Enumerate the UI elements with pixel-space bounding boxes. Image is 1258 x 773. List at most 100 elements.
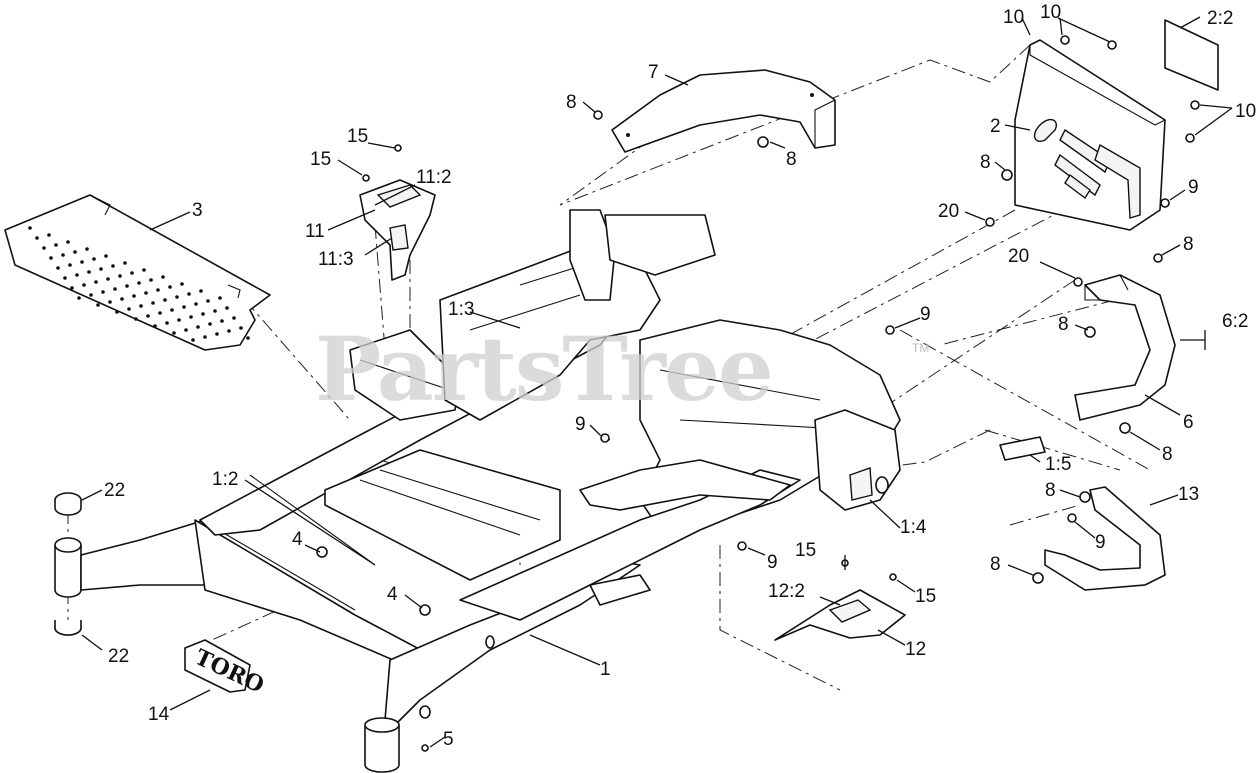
main-frame <box>80 209 901 773</box>
callout-1: 1 <box>600 659 611 680</box>
parts-tree-watermark: PartsTree TM <box>315 317 929 421</box>
callout-3: 3 <box>192 200 203 221</box>
perforation-hole <box>196 325 200 329</box>
callout-10: 10 <box>1235 101 1256 122</box>
perforation-hole <box>215 332 219 336</box>
callout-4: 4 <box>292 529 303 550</box>
callout-1-4: 1:4 <box>900 517 927 538</box>
callout-11: 11 <box>305 221 325 242</box>
toro-logo-plate: TORO <box>184 639 268 699</box>
perforation-hole <box>70 286 74 290</box>
callout-10: 10 <box>1040 2 1061 23</box>
callout-6: 6 <box>1183 412 1194 433</box>
side-shield <box>1074 274 1176 421</box>
leader-lines <box>81 16 1233 748</box>
perforation-holes <box>28 226 250 342</box>
perforation-hole <box>189 315 193 319</box>
perforation-hole <box>127 307 131 311</box>
perforation-hole <box>170 308 174 312</box>
perforation-hole <box>177 318 181 322</box>
perforation-hole <box>125 284 129 288</box>
callout-1-2: 1:2 <box>212 469 238 490</box>
perforation-hole <box>199 289 203 293</box>
floor-pan-plate <box>4 194 271 351</box>
callout-14: 14 <box>148 704 170 725</box>
decal-2-2 <box>1164 19 1219 91</box>
perforation-hole <box>77 296 81 300</box>
perforation-hole <box>111 264 115 268</box>
perforation-hole <box>47 233 51 237</box>
perforation-hole <box>146 314 150 318</box>
perforation-hole <box>28 226 32 230</box>
perforation-hole <box>137 281 141 285</box>
perforation-hole <box>182 305 186 309</box>
callout-20: 20 <box>1008 246 1029 267</box>
perforation-hole <box>191 338 195 342</box>
callout-4: 4 <box>387 584 398 605</box>
perforation-hole <box>134 317 138 321</box>
watermark-tm: TM <box>912 341 929 355</box>
perforation-hole <box>68 263 72 267</box>
perforation-hole <box>123 261 127 265</box>
perforation-hole <box>92 257 96 261</box>
perforation-hole <box>227 329 231 333</box>
perforation-hole <box>172 331 176 335</box>
perforation-hole <box>63 276 67 280</box>
callout-2: 2 <box>990 116 1001 137</box>
callout-11-3: 11:3 <box>318 249 354 270</box>
perforation-hole <box>130 271 134 275</box>
perforation-hole <box>213 309 217 313</box>
perforation-hole <box>66 240 70 244</box>
perforation-hole <box>61 253 65 257</box>
callout-9: 9 <box>575 414 586 435</box>
callout-22: 22 <box>104 480 125 501</box>
perforation-hole <box>118 274 122 278</box>
callout-9: 9 <box>767 552 778 573</box>
perforation-hole <box>168 285 172 289</box>
callout-8: 8 <box>990 554 1001 575</box>
perforation-hole <box>113 287 117 291</box>
perforation-hole <box>96 303 100 307</box>
perforation-hole <box>35 236 39 240</box>
callout-13: 13 <box>1178 484 1199 505</box>
callout-20: 20 <box>938 201 959 222</box>
lower-guard <box>1044 486 1166 591</box>
perforation-hole <box>151 301 155 305</box>
perforation-hole <box>225 306 229 310</box>
perforation-hole <box>144 291 148 295</box>
perforation-hole <box>220 319 224 323</box>
perforation-hole <box>75 273 79 277</box>
perforation-hole <box>165 321 169 325</box>
perforation-hole <box>87 270 91 274</box>
callout-9: 9 <box>920 304 931 325</box>
perforation-hole <box>203 335 207 339</box>
perforation-hole <box>85 247 89 251</box>
perforation-hole <box>161 275 165 279</box>
rear-bracket <box>611 69 836 153</box>
perforation-hole <box>175 295 179 299</box>
callout-8: 8 <box>1183 234 1194 255</box>
callout-8: 8 <box>786 149 797 170</box>
callout-12-2: 12:2 <box>768 581 805 602</box>
callout-1-3: 1:3 <box>448 299 474 320</box>
decal-1-5 <box>999 436 1046 461</box>
callout-15: 15 <box>347 126 368 147</box>
callout-9: 9 <box>1188 177 1199 198</box>
callout-10: 10 <box>1003 7 1024 28</box>
perforation-hole <box>54 243 58 247</box>
perforation-hole <box>156 288 160 292</box>
perforation-hole <box>49 256 53 260</box>
perforation-hole <box>201 312 205 316</box>
callout-22: 22 <box>108 646 129 667</box>
perforation-hole <box>163 298 167 302</box>
callout-5: 5 <box>443 729 454 750</box>
perforation-hole <box>180 282 184 286</box>
perforation-hole <box>104 254 108 258</box>
perforation-hole <box>153 324 157 328</box>
perforation-hole <box>82 283 86 287</box>
callout-8: 8 <box>980 152 991 173</box>
callout-15: 15 <box>915 586 936 607</box>
perforation-hole <box>89 293 93 297</box>
perforation-hole <box>206 299 210 303</box>
